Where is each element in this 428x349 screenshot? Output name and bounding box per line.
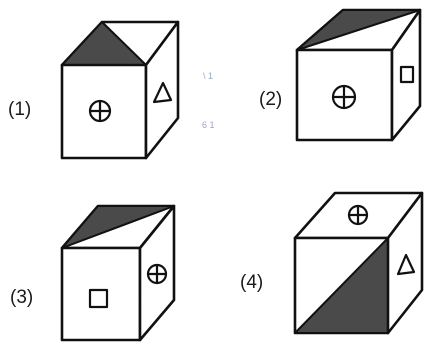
cube-3-side-symbol [146,263,168,285]
cube-4-label: (4) [240,272,263,293]
cube-4 [293,191,424,335]
smudge-mark-top: \ 1 [203,71,213,81]
cube-4-side-symbol [396,253,416,276]
cube-4-side-face [386,191,424,335]
cube-2 [295,8,422,142]
cube-1-side-symbol [152,81,173,104]
cube-3-front-symbol [88,288,109,309]
cube-3-front-face [60,246,142,342]
cube-2-side-face [390,8,422,142]
cube-2-label: (2) [259,89,282,110]
cube-3 [60,204,176,342]
cube-2-front-symbol [331,84,357,110]
cube-2-side-symbol [399,65,415,84]
cube-1-label: (1) [8,99,31,120]
cube-1-front-symbol [88,99,112,123]
cube-1 [60,20,180,160]
cube-3-top-shading [61,205,175,249]
cube-2-top-shading [296,9,421,51]
cube-1-side-face [144,20,180,160]
cube-3-label: (3) [10,287,33,308]
cube-4-top-symbol [347,204,369,226]
smudge-mark-bottom: 6 1 [202,120,215,130]
